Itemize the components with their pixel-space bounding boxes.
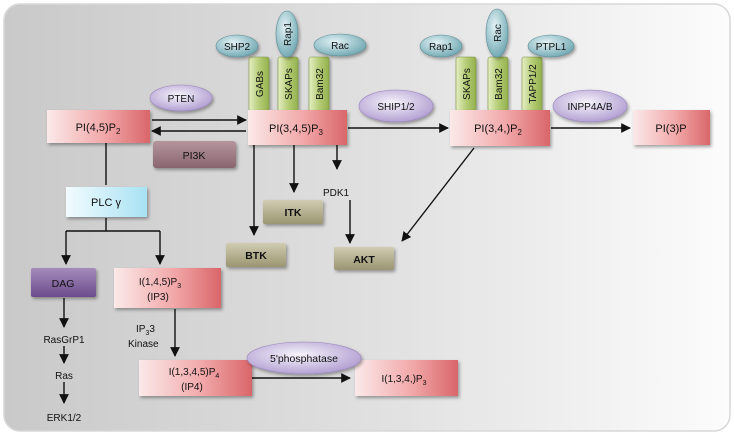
- rap1-label-right: Rap1: [429, 42, 453, 53]
- node-pi3p-box: [633, 110, 710, 145]
- inpp4-label: INPP4A/B: [567, 102, 612, 113]
- enzyme-5phosphatase: 5'phosphatase: [246, 341, 362, 375]
- effector-itk: ITK: [263, 200, 323, 224]
- inpp4-oval: [552, 89, 628, 123]
- node-pi3p: PI(3)P: [633, 110, 710, 145]
- adaptor-bam32-right-label: Bam32: [494, 68, 505, 100]
- node-ip4-box: [139, 360, 252, 396]
- node-pi345p3-box: [248, 110, 347, 145]
- akt-box: [334, 247, 394, 270]
- ship-label: SHIP1/2: [377, 102, 415, 113]
- node-pi34p2-box: [450, 110, 550, 146]
- akt-label: AKT: [353, 254, 375, 266]
- ptpl1-label: PTPL1: [536, 42, 567, 53]
- connectors: [59, 115, 631, 404]
- dag-box: [31, 268, 96, 297]
- adaptor-bam32-label: Bam32: [315, 68, 326, 100]
- phosphatase-label: 5'phosphatase: [270, 353, 338, 365]
- pi3k-label: PI3K: [183, 150, 206, 162]
- adaptor-cluster-left: GABs SKAPs Bam32 SHP2 Rap1 Rac: [215, 10, 367, 112]
- rap1-label-left: Rap1: [283, 22, 294, 46]
- rac-oval-left: [313, 33, 367, 57]
- ip3-kinase-label2: Kinase: [128, 339, 159, 350]
- effector-dag: DAG: [31, 268, 96, 297]
- rasgrp1-label: RasGrP1: [43, 335, 85, 346]
- node-ip3-label2: (IP3): [147, 292, 169, 303]
- ship-oval: [358, 89, 434, 123]
- node-ip3-label: I(1,4,5)P3: [139, 277, 181, 290]
- adaptor-tapp-right-label: TAPP1/2: [528, 64, 539, 104]
- node-pi345p3: PI(3,4,5)P3: [248, 110, 347, 145]
- erk-label: ERK1/2: [47, 413, 82, 424]
- node-ip3: I(1,4,5)P3 (IP3): [114, 268, 221, 308]
- shp2-oval: [215, 34, 259, 58]
- phosphatase-oval: [246, 341, 362, 375]
- node-ip4-label: I(1,3,4,5)P4: [169, 367, 220, 380]
- node-ip4-label2: (IP4): [181, 382, 203, 393]
- enzyme-pi3k: PI3K: [153, 141, 236, 168]
- rap1-oval-left: [275, 10, 299, 58]
- ip3-kinase-label: IP33: [136, 324, 155, 337]
- adaptor-cluster-right: SKAPs Bam32 TAPP1/2 Rap1 Rac PTPL1: [419, 8, 575, 112]
- pi3k-box: [153, 141, 236, 168]
- itk-box: [263, 200, 323, 224]
- adaptor-skaps-label: SKAPs: [284, 68, 295, 100]
- adaptor-skaps-right-label: SKAPs: [462, 68, 473, 100]
- rac-oval-right: [485, 8, 509, 58]
- rac-label-right: Rac: [493, 24, 504, 42]
- node-pi345p3-label: PI(3,4,5)P3: [269, 123, 324, 137]
- node-pi45p2: PI(4,5)P2: [47, 110, 150, 143]
- node-pi3p-label: PI(3)P: [655, 123, 686, 135]
- btk-label: BTK: [245, 250, 267, 262]
- effector-akt: AKT: [334, 247, 394, 270]
- node-i134p3-box: [355, 360, 458, 396]
- rac-label-left: Rac: [331, 41, 349, 52]
- node-pi34p2: PI(3,4,)P2: [450, 110, 550, 146]
- itk-label: ITK: [285, 207, 302, 219]
- rap1-oval-right: [419, 34, 463, 58]
- ras-label: Ras: [55, 371, 73, 382]
- pdk1-label: PDK1: [323, 188, 350, 199]
- pten-label: PTEN: [168, 94, 195, 105]
- adaptor-gabs-label: GABs: [255, 71, 266, 97]
- pten-oval: [149, 84, 213, 112]
- enzyme-pten: PTEN: [149, 84, 213, 112]
- dag-label: DAG: [52, 278, 75, 290]
- effector-btk: BTK: [226, 243, 286, 267]
- node-i134p3: I(1,3,4,)P3: [355, 360, 458, 396]
- node-pi34p2-label: PI(3,4,)P2: [474, 123, 522, 137]
- enzyme-ship: SHIP1/2: [358, 89, 434, 123]
- enzyme-inpp4: INPP4A/B: [552, 89, 628, 123]
- arrow-pi34-akt: [401, 147, 475, 242]
- node-plcg-label: PLC γ: [91, 197, 121, 209]
- node-plcg-box: [66, 187, 147, 217]
- node-pi45p2-label: PI(4,5)P2: [76, 122, 121, 136]
- node-i134p3-label: I(1,3,4,)P3: [381, 374, 426, 387]
- node-ip4: I(1,3,4,5)P4 (IP4): [139, 360, 252, 396]
- btk-box: [226, 243, 286, 267]
- ptpl1-oval: [527, 34, 575, 58]
- shp2-label: SHP2: [224, 42, 251, 53]
- node-ip3-box: [114, 268, 221, 308]
- node-pi45p2-box: [47, 110, 150, 143]
- node-plcg: PLC γ: [66, 187, 147, 217]
